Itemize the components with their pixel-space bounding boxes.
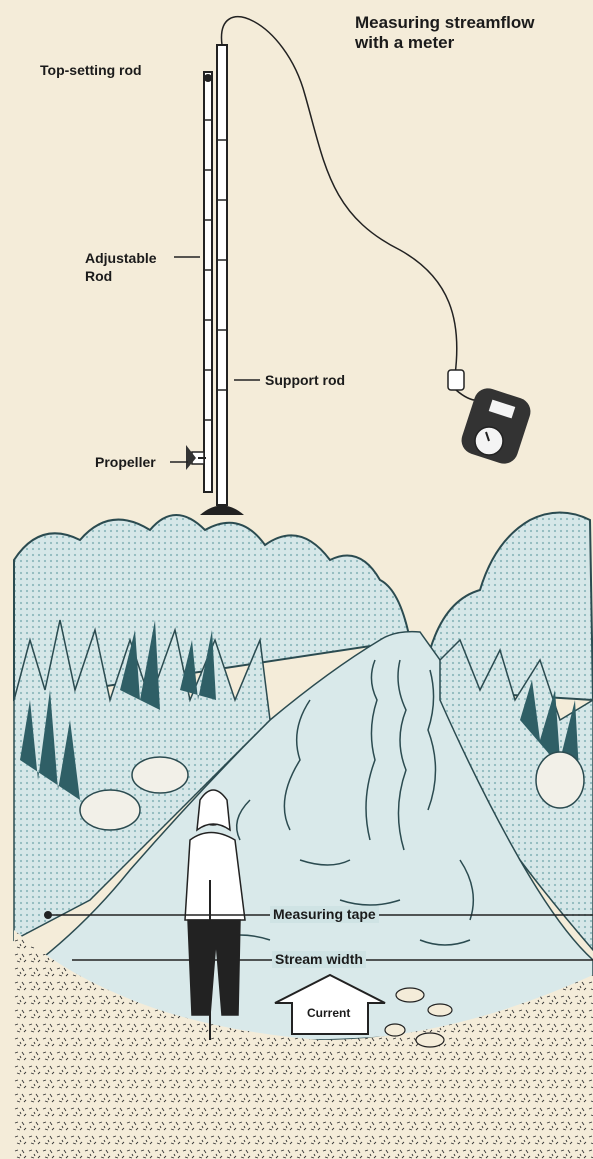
title-line-2: with a meter [355,33,454,52]
top-setting-rod-assembly [186,17,534,515]
rod-base [200,506,244,516]
adjustable-rod-label-line-2: Rod [85,268,112,285]
support-rod-label: Support rod [265,372,345,389]
propeller-label: Propeller [95,454,156,471]
meter-dial-icon [458,385,534,468]
title-line-1: Measuring streamflow [355,13,535,32]
adjustable-rod [204,72,212,492]
adjustable-rod-label-line-1: Adjustable [85,250,157,267]
leader-lines [170,257,260,462]
support-rod [217,45,227,505]
current-label: Current [307,1005,350,1022]
top-setting-rod-label: Top-setting rod [40,62,142,79]
measuring-tape-label: Measuring tape [270,906,379,923]
stream-width-label: Stream width [272,951,366,968]
meter-cable [222,17,457,375]
